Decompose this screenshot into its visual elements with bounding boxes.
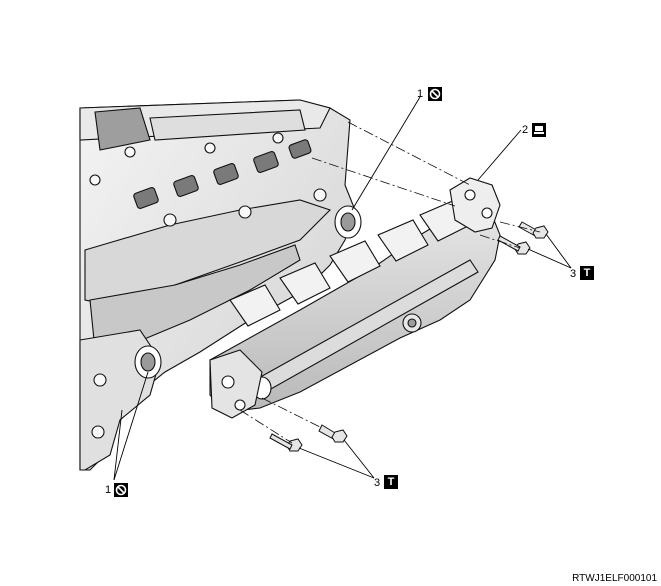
alignment-lines (239, 121, 541, 444)
leader-lines (113, 96, 572, 481)
cylinder-head (79, 99, 362, 471)
torque-icon: T (580, 266, 594, 280)
liquid-gasket-icon (532, 123, 546, 137)
callout-1-top-number: 1 (417, 88, 424, 100)
callout-1-bottom-number: 1 (105, 484, 112, 496)
bolts-lower (269, 424, 348, 452)
do-not-reuse-icon (428, 87, 442, 101)
do-not-reuse-icon (114, 483, 128, 497)
torque-icon: T (384, 475, 398, 489)
figure-code: RTWJ1ELF000101 (572, 573, 657, 584)
bolts-upper (497, 221, 549, 255)
callout-3-upper-number: 3 (570, 268, 577, 280)
callout-2-number: 2 (522, 124, 529, 136)
callout-3-lower-number: 3 (374, 477, 381, 489)
camshaft-housing (209, 177, 501, 419)
